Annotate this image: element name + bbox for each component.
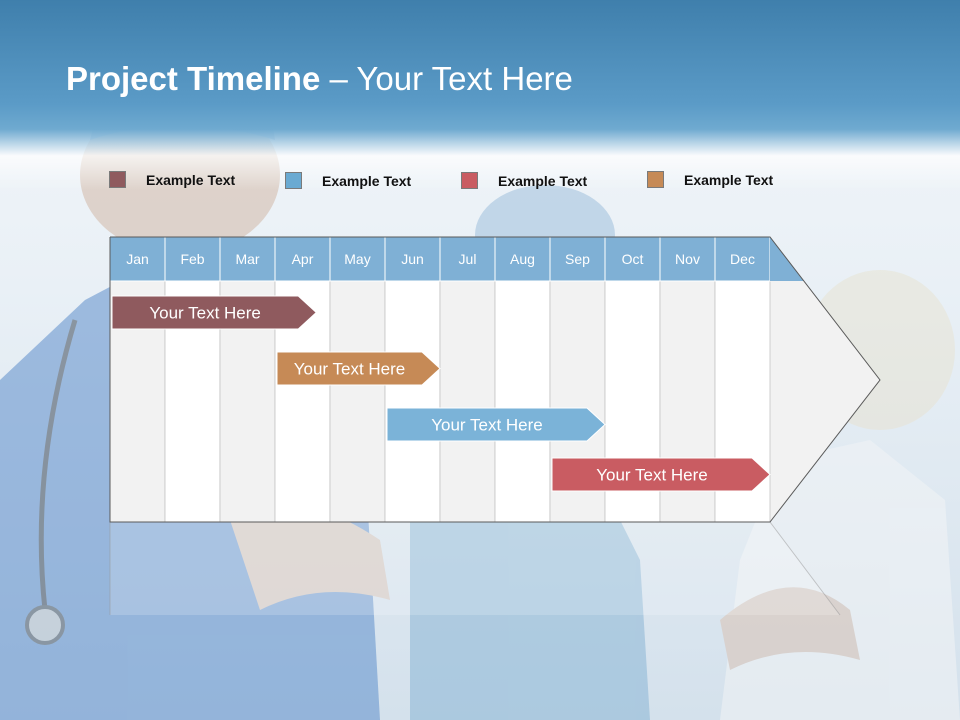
month-cell	[604, 236, 661, 282]
legend-swatch	[285, 172, 302, 189]
slide-title: Project Timeline – Your Text Here	[66, 60, 573, 98]
month-column	[329, 280, 386, 523]
month-label: Mar	[235, 251, 259, 267]
month-label: Nov	[675, 251, 700, 267]
month-label: Dec	[730, 251, 755, 267]
month-label: Sep	[565, 251, 590, 267]
month-label: Aug	[510, 251, 535, 267]
task-bar: Your Text Here	[386, 407, 606, 442]
reflection-shape	[110, 522, 840, 615]
title-bold: Project Timeline	[66, 60, 321, 97]
task-bar: Your Text Here	[276, 351, 441, 386]
task-arrow	[276, 351, 441, 386]
month-column	[384, 280, 441, 523]
month-label: Jan	[126, 251, 149, 267]
month-label: Jun	[401, 251, 424, 267]
month-cell	[714, 236, 771, 282]
legend-label: Example Text	[146, 172, 236, 188]
month-column	[494, 280, 551, 523]
reflection-edge	[769, 521, 841, 616]
task-arrow	[386, 407, 606, 442]
task-arrow	[111, 295, 317, 330]
task-label: Your Text Here	[149, 304, 261, 323]
month-cell	[219, 236, 276, 282]
timeline-frame	[109, 236, 881, 523]
month-label: Apr	[292, 251, 314, 267]
legend-swatch	[461, 172, 478, 189]
task-label: Your Text Here	[294, 360, 406, 379]
task-arrow	[551, 457, 771, 492]
task-label: Your Text Here	[431, 416, 543, 435]
timeline-outline	[109, 236, 881, 523]
chart-reflection	[109, 521, 841, 616]
month-cell	[274, 236, 331, 282]
month-column	[439, 280, 496, 523]
legend-label: Example Text	[684, 172, 774, 188]
legend-swatch	[109, 171, 126, 188]
arrow-head-body	[770, 237, 880, 522]
month-cell	[329, 236, 386, 282]
task-bar: Your Text Here	[111, 295, 317, 330]
title-band	[0, 0, 960, 190]
task-label: Your Text Here	[596, 466, 708, 485]
month-cell	[109, 236, 166, 282]
month-label: Oct	[622, 251, 644, 267]
legend-label: Example Text	[498, 173, 588, 189]
month-label: Jul	[459, 251, 477, 267]
legend-label: Example Text	[322, 173, 412, 189]
month-label: Feb	[180, 251, 204, 267]
title-rest: – Your Text Here	[320, 60, 573, 97]
month-header: Jan Feb Mar Apr May Jun Jul Aug Sep Oct Nov Dec	[109, 236, 804, 282]
month-cell	[659, 236, 716, 282]
task-bar: Your Text Here	[551, 457, 771, 492]
month-label: May	[344, 251, 370, 267]
legend-swatch	[647, 171, 664, 188]
